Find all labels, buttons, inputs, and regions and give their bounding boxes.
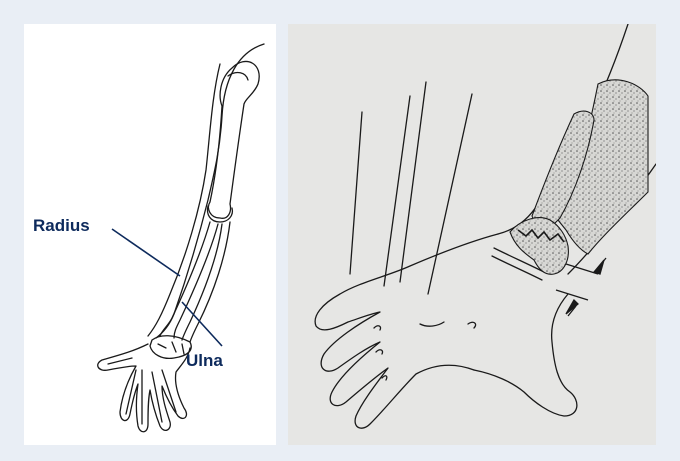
arm-outline-inner <box>148 64 220 336</box>
radius-pointer-line <box>112 229 180 276</box>
ulna-label: Ulna <box>186 351 223 371</box>
wrist-fracture-sketch-panel <box>288 24 656 445</box>
hand-outline <box>315 234 498 428</box>
motion-lines <box>350 82 472 294</box>
stippled-bones <box>510 80 648 274</box>
wrist-fracture-illustration <box>288 24 656 445</box>
distal-fragment <box>510 218 568 275</box>
thumb-outline <box>474 294 577 416</box>
arm-outline <box>156 44 264 338</box>
radius-label: Radius <box>33 216 90 236</box>
ulna-pointer-line <box>182 302 222 346</box>
radius-bone <box>160 222 218 338</box>
arm-skeleton-panel: Radius Ulna <box>24 24 276 445</box>
